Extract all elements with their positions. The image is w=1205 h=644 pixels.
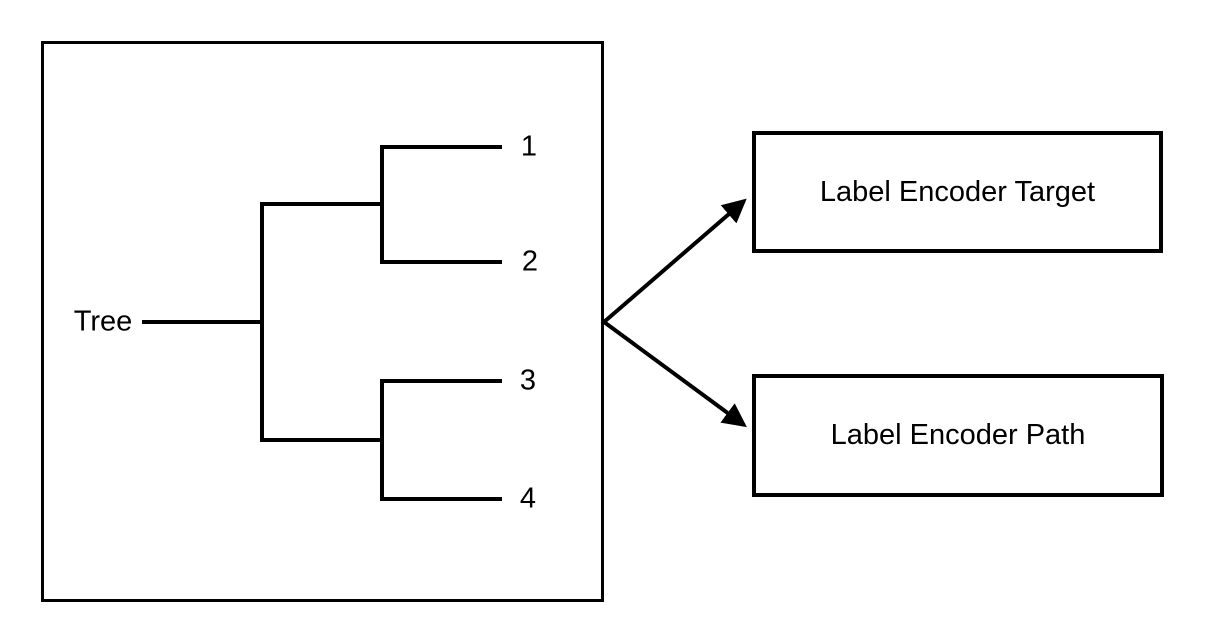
label-encoder-target-label: Label Encoder Target xyxy=(819,175,1096,208)
label-encoder-path-box: Label Encoder Path xyxy=(752,374,1164,497)
arrow-to-label-encoder-path xyxy=(602,320,747,428)
tree-leaf-label-3: 3 xyxy=(519,364,537,397)
tree-leaf-label-4: 4 xyxy=(519,482,537,515)
arrow-to-label-encoder-target xyxy=(602,198,747,324)
tree-panel-box xyxy=(41,41,604,602)
label-encoder-target-box: Label Encoder Target xyxy=(752,131,1163,253)
tree-upper-bracket xyxy=(380,145,502,264)
tree-root-label: Tree xyxy=(73,305,133,338)
tree-leaf-label-1: 1 xyxy=(520,130,538,163)
tree-lower-bracket xyxy=(380,379,502,501)
tree-leaf-label-2: 2 xyxy=(521,245,539,278)
label-encoder-path-label: Label Encoder Path xyxy=(830,419,1086,451)
